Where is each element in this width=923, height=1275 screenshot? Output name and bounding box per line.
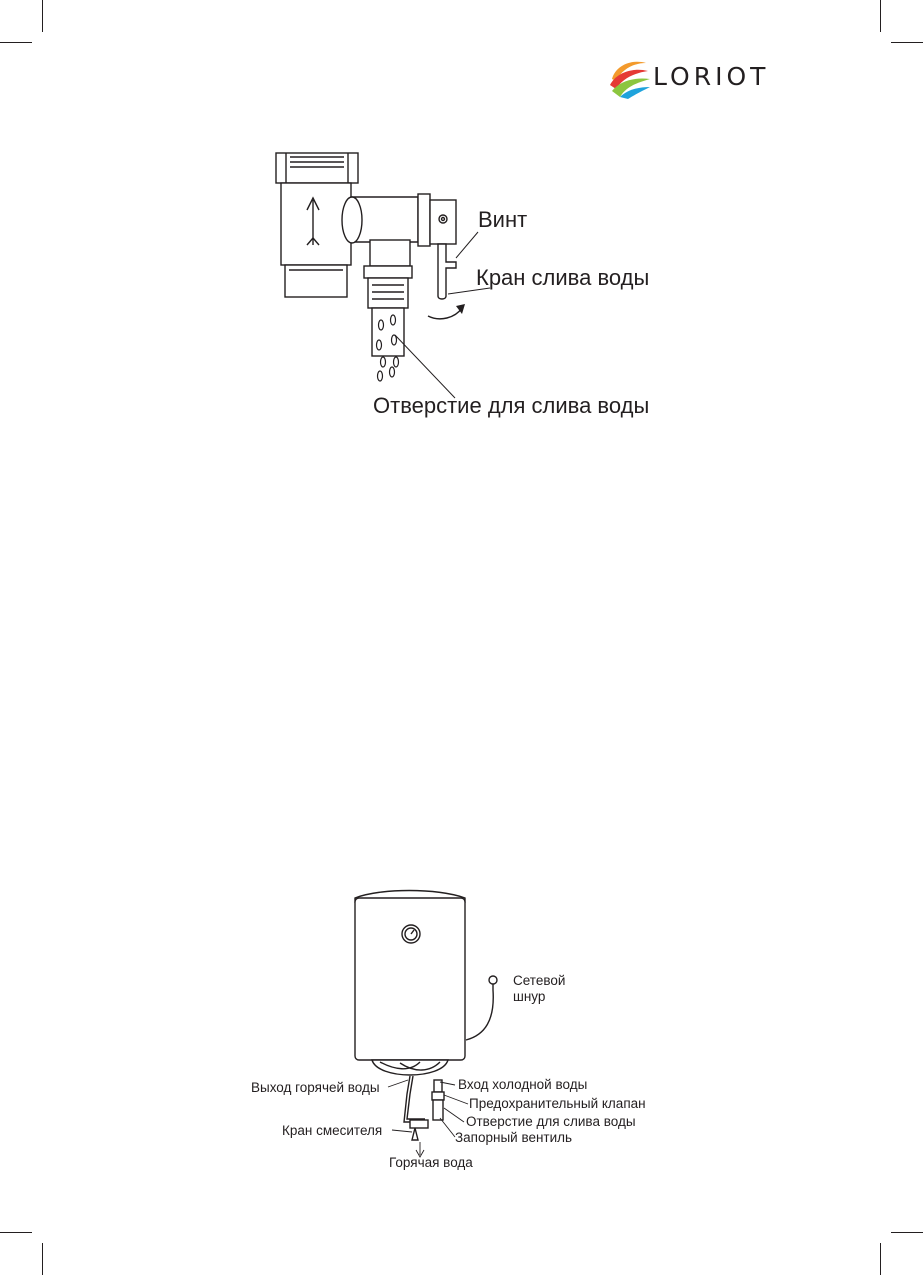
label-shutoff-valve: Запорный вентиль	[455, 1130, 573, 1145]
crop-mark-bottom-left-v	[42, 1243, 43, 1275]
label-hot-water-outlet: Выход горячей воды	[251, 1080, 380, 1095]
label-drain-tap: Кран слива воды	[476, 265, 650, 290]
label-cold-water-inlet: Вход холодной воды	[458, 1077, 588, 1092]
loriot-swirl-icon	[610, 61, 650, 99]
label-power-cord-line1: Сетевой	[513, 973, 566, 988]
label-drain-hole-small: Отверстие для слива воды	[466, 1114, 636, 1129]
label-screw: Винт	[478, 207, 528, 232]
safety-valve-illustration	[275, 152, 491, 399]
water-heater-illustration	[354, 889, 498, 1158]
crop-mark-bottom-right-v	[880, 1243, 881, 1275]
label-power-cord-line2: шнур	[513, 989, 546, 1004]
label-safety-valve: Предохранительный клапан	[469, 1096, 646, 1111]
crop-mark-bottom-left-h	[0, 1232, 32, 1233]
crop-mark-top-left-v	[42, 0, 43, 32]
crop-mark-top-left-h	[0, 42, 32, 43]
label-drain-hole: Отверстие для слива воды	[373, 393, 650, 418]
brand-name: LORIOT	[653, 62, 770, 91]
label-hot-water: Горячая вода	[389, 1155, 473, 1170]
crop-mark-top-right-h	[891, 42, 923, 43]
label-mixer-tap: Кран смесителя	[282, 1123, 383, 1138]
crop-mark-top-right-v	[880, 0, 881, 32]
crop-mark-bottom-right-h	[891, 1232, 923, 1233]
